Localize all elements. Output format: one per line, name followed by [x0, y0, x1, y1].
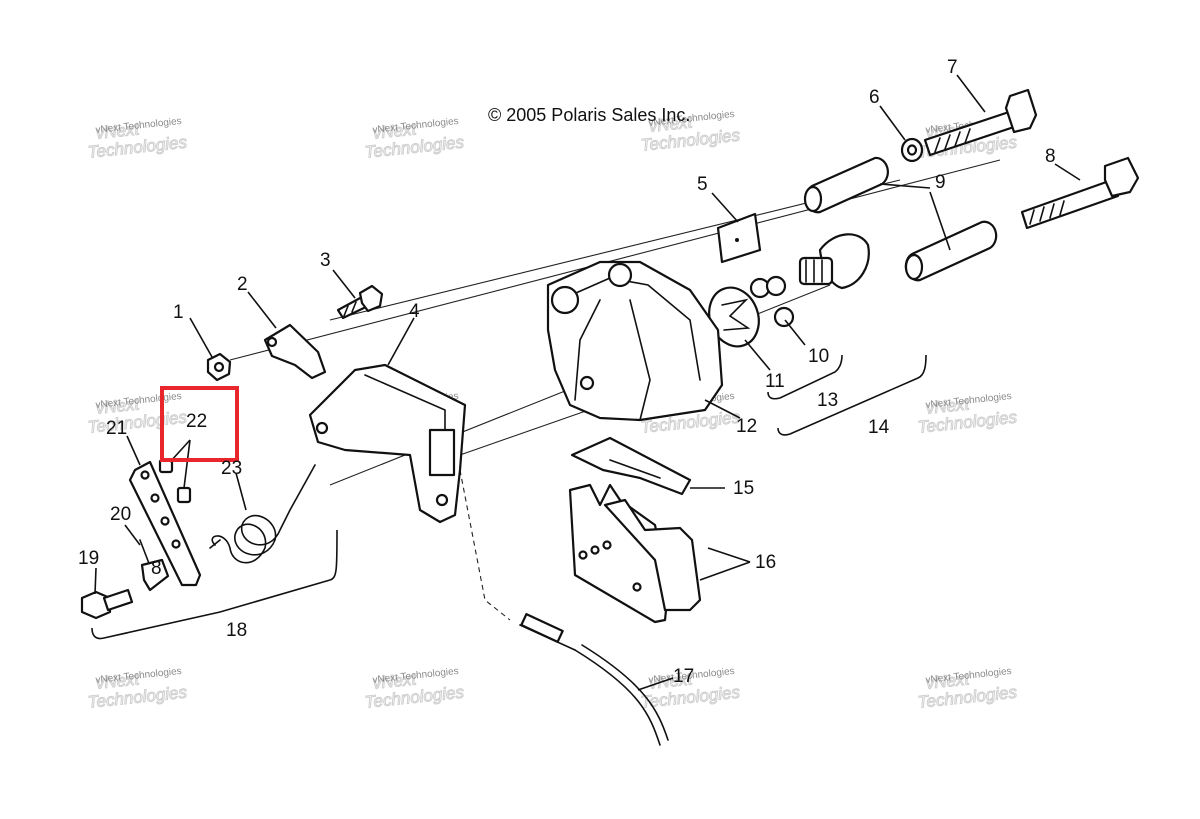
callout-20: 20 — [110, 504, 131, 525]
group-braces — [91, 354, 927, 640]
callout-22: 22 — [186, 411, 207, 432]
callout-7: 7 — [947, 57, 958, 78]
callout-17: 17 — [673, 666, 694, 687]
callout-23: 23 — [221, 458, 242, 479]
callout-19: 19 — [78, 548, 99, 569]
watermark-5: vNext Technologies vNext Technologies — [86, 391, 188, 437]
callout-21: 21 — [106, 418, 127, 439]
highlight-box-22 — [160, 386, 239, 462]
part-4-bracket — [308, 363, 467, 524]
callout-4: 4 — [409, 301, 420, 322]
callout-2: 2 — [237, 274, 248, 295]
part-12-caliper — [546, 260, 724, 422]
watermark-1: vNext Technologies vNext Technologies — [86, 116, 188, 162]
watermark-12: vNext Technologies vNext Technologies — [916, 666, 1018, 712]
callout-3: 3 — [320, 250, 331, 271]
callout-12: 12 — [736, 416, 757, 437]
callout-11: 11 — [765, 371, 785, 392]
callout-18: 18 — [226, 620, 247, 641]
copyright-text: © 2005 Polaris Sales Inc. — [488, 105, 690, 125]
callout-5: 5 — [697, 174, 708, 195]
watermark-9: vNext Technologies vNext Technologies — [86, 666, 188, 712]
part-21-lever — [128, 460, 202, 587]
part-13-balls — [749, 275, 795, 328]
watermark-2: vNext Technologies vNext Technologies — [363, 116, 465, 162]
part-2-clevis — [263, 323, 327, 380]
part-20-pin — [139, 539, 170, 592]
part-23-spring — [209, 464, 316, 564]
part-17-cable — [519, 613, 669, 746]
callout-labels: 1 2 3 4 5 6 7 8 9 10 11 12 13 14 15 16 1… — [78, 57, 1056, 687]
callout-13: 13 — [817, 390, 838, 411]
callout-14: 14 — [868, 417, 890, 438]
part-7-bolt — [923, 88, 1038, 157]
callout-9: 9 — [935, 172, 946, 193]
watermark-8: vNext Technologies vNext Technologies — [916, 391, 1018, 437]
watermark-10: vNext Technologies vNext Technologies — [363, 666, 465, 712]
part-8-bolt — [1020, 156, 1140, 230]
part-3-bolt — [336, 284, 384, 320]
part-16-pads — [568, 483, 702, 624]
part-11-disk — [708, 286, 760, 348]
watermarks: vNext Technologies vNext Technologies vN… — [86, 109, 1018, 712]
part-15-shim — [570, 436, 692, 496]
callout-1: 1 — [173, 302, 184, 323]
callout-6: 6 — [869, 87, 880, 108]
leader-lines — [94, 74, 1081, 691]
part-14-cam-piston — [798, 233, 870, 290]
callout-16: 16 — [755, 552, 776, 573]
callout-10: 10 — [808, 346, 829, 367]
part-19-bolt — [80, 588, 134, 620]
callout-15: 15 — [733, 478, 754, 499]
callout-8: 8 — [1045, 146, 1056, 167]
part-5-shim — [716, 212, 762, 264]
part-1-nut — [206, 352, 232, 382]
part-9-cylinders — [803, 156, 998, 282]
callout-8b: 8 — [151, 558, 162, 579]
part-6-washer — [900, 137, 924, 163]
